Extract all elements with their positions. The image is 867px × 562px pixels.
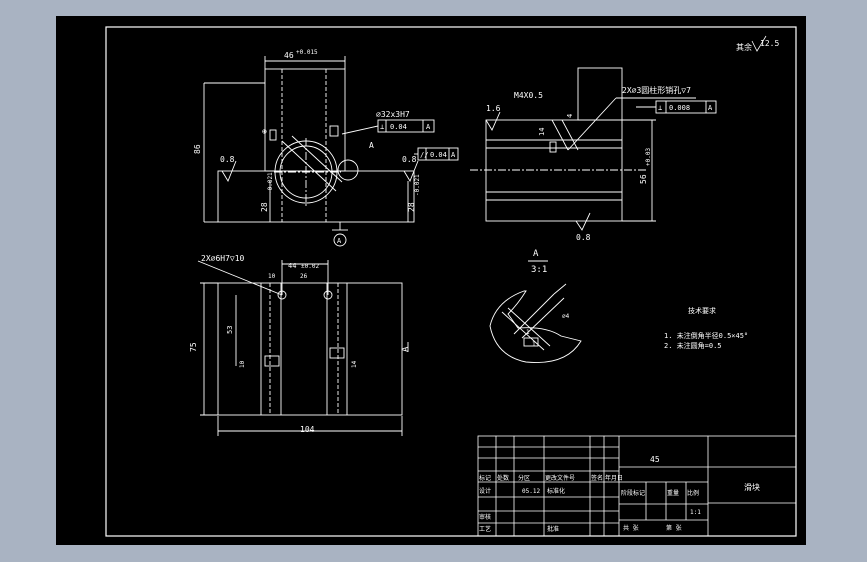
svg-text:12.5: 12.5 bbox=[760, 39, 779, 48]
svg-text:2X∅3圆柱形销孔▽7: 2X∅3圆柱形销孔▽7 bbox=[622, 85, 691, 95]
svg-text:10: 10 bbox=[239, 360, 246, 368]
svg-text:1.6: 1.6 bbox=[486, 104, 501, 113]
svg-text:1: 1 bbox=[532, 341, 536, 348]
svg-text:-0.021: -0.021 bbox=[267, 172, 274, 194]
svg-text:75: 75 bbox=[189, 342, 198, 352]
side-view bbox=[470, 67, 717, 231]
svg-text:A: A bbox=[337, 237, 342, 245]
svg-text:1: 1 bbox=[526, 329, 530, 336]
drawing-sheet: 其余 12.5 bbox=[56, 16, 806, 545]
svg-text:0.8: 0.8 bbox=[220, 155, 235, 164]
title-block-text: 45 滑块 标记 处数 分区 更改文件号 签名 年月日 设计 05.12 标准化… bbox=[479, 455, 760, 533]
roughness-symbol-general: 其余 12.5 bbox=[736, 35, 779, 52]
svg-text://: // bbox=[420, 151, 428, 159]
svg-text:3:1: 3:1 bbox=[531, 265, 547, 275]
top-view-annotations: 2X∅6H7▽10 44 ±0.02 10 26 75 53 104 10 14… bbox=[189, 254, 411, 434]
svg-text:0.04: 0.04 bbox=[390, 123, 407, 131]
svg-text:±0.02: ±0.02 bbox=[301, 263, 319, 270]
svg-text:14: 14 bbox=[351, 360, 358, 368]
svg-text:2X∅6H7▽10: 2X∅6H7▽10 bbox=[201, 254, 245, 263]
side-view-annotations: M4X0.5 2X∅3圆柱形销孔▽7 ⊥ 0.008 A 1.6 0.8 56 … bbox=[486, 85, 713, 242]
svg-text:45: 45 bbox=[650, 455, 660, 464]
svg-text:其余: 其余 bbox=[736, 42, 752, 52]
svg-text:共 张: 共 张 bbox=[623, 524, 639, 532]
svg-text:更改文件号: 更改文件号 bbox=[545, 474, 575, 482]
svg-text:第 张: 第 张 bbox=[666, 524, 682, 532]
svg-text:∅32x3H7: ∅32x3H7 bbox=[376, 110, 410, 119]
svg-text:年月日: 年月日 bbox=[605, 474, 623, 482]
svg-text:1:1: 1:1 bbox=[690, 509, 701, 516]
svg-text:∅4: ∅4 bbox=[562, 313, 570, 320]
svg-text:分区: 分区 bbox=[518, 474, 530, 482]
drawing-frame bbox=[105, 26, 797, 537]
svg-text:28: 28 bbox=[260, 202, 269, 212]
svg-text:设计: 设计 bbox=[479, 487, 491, 495]
svg-text:技术要求: 技术要求 bbox=[688, 306, 716, 315]
front-view bbox=[203, 56, 459, 247]
svg-text:44: 44 bbox=[288, 262, 296, 270]
svg-text:处数: 处数 bbox=[497, 474, 509, 482]
detail-view bbox=[489, 260, 582, 363]
technical-requirements: 技术要求 1. 未注倒角半径0.5×45° 2. 未注圆角=0.5 bbox=[664, 306, 748, 350]
svg-text:审核: 审核 bbox=[479, 513, 491, 521]
svg-text:A: A bbox=[369, 141, 374, 150]
svg-text:批准: 批准 bbox=[547, 525, 559, 533]
svg-text:104: 104 bbox=[300, 425, 315, 434]
svg-text:0.04: 0.04 bbox=[430, 151, 447, 159]
svg-text:重量: 重量 bbox=[667, 489, 679, 497]
svg-text:26: 26 bbox=[300, 273, 308, 280]
svg-text:标记: 标记 bbox=[479, 474, 491, 482]
svg-text:14: 14 bbox=[538, 128, 546, 136]
title-block bbox=[477, 435, 797, 537]
svg-text:53: 53 bbox=[226, 326, 234, 334]
svg-text:阶段标记: 阶段标记 bbox=[621, 489, 645, 497]
svg-text:A: A bbox=[451, 151, 456, 159]
svg-text:工艺: 工艺 bbox=[479, 525, 491, 533]
svg-text:签名: 签名 bbox=[591, 474, 603, 482]
svg-text:比例: 比例 bbox=[687, 489, 699, 497]
svg-text:0.008: 0.008 bbox=[669, 104, 690, 112]
svg-text:05.12: 05.12 bbox=[522, 488, 540, 495]
svg-text:4: 4 bbox=[566, 114, 574, 118]
svg-text:标准化: 标准化 bbox=[547, 487, 565, 495]
svg-text:+0.015: +0.015 bbox=[296, 49, 318, 56]
svg-text:⊥: ⊥ bbox=[658, 104, 662, 112]
svg-text:-0.021: -0.021 bbox=[414, 174, 421, 196]
svg-text:A: A bbox=[533, 249, 539, 259]
svg-text:10: 10 bbox=[268, 273, 276, 280]
top-view bbox=[197, 260, 409, 436]
cad-drawing: 其余 12.5 bbox=[105, 26, 797, 537]
svg-text:56: 56 bbox=[639, 174, 648, 184]
detail-view-annotations: A 3:1 1 1 ∅4 bbox=[526, 249, 570, 348]
svg-text:+0.03: +0.03 bbox=[645, 148, 652, 166]
svg-text:0.8: 0.8 bbox=[402, 155, 417, 164]
svg-text:⊥: ⊥ bbox=[380, 123, 384, 131]
svg-text:1. 未注倒角半径0.5×45°: 1. 未注倒角半径0.5×45° bbox=[664, 331, 748, 340]
svg-text:86: 86 bbox=[193, 144, 202, 154]
svg-text:A: A bbox=[426, 123, 431, 131]
svg-text:0.8: 0.8 bbox=[576, 233, 591, 242]
svg-text:28: 28 bbox=[407, 202, 416, 212]
svg-text:滑块: 滑块 bbox=[744, 482, 760, 492]
svg-text:46: 46 bbox=[284, 51, 294, 60]
svg-text:A: A bbox=[708, 104, 713, 112]
front-view-annotations: 46 +0.015 86 28 -0.021 28 -0.021 0.8 0.8… bbox=[193, 49, 456, 245]
svg-text:M4X0.5: M4X0.5 bbox=[514, 91, 543, 100]
svg-text:A: A bbox=[401, 346, 411, 352]
svg-text:⊕: ⊕ bbox=[262, 127, 267, 136]
svg-text:2. 未注圆角=0.5: 2. 未注圆角=0.5 bbox=[664, 341, 722, 350]
